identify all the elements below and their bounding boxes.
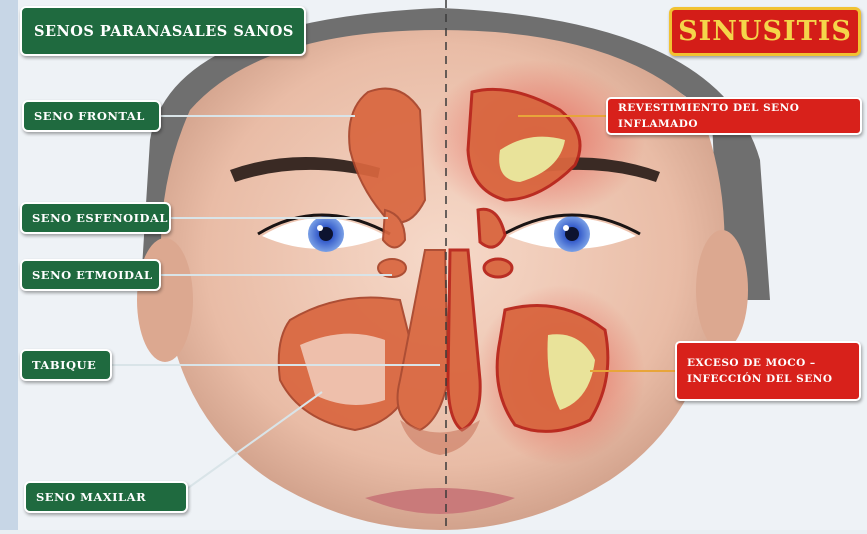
- label-tabique: TABIQUE: [20, 349, 112, 381]
- ethmoid-sinus-right: [484, 259, 512, 277]
- label-seno-maxilar: SENO MAXILAR: [24, 481, 188, 513]
- left-edge-strip: [0, 0, 18, 530]
- label-seno-frontal: SENO FRONTAL: [22, 100, 161, 132]
- label-seno-etmoidal: SENO ETMOIDAL: [20, 259, 161, 291]
- label-seno-esfenoidal: SENO ESFENOIDAL: [20, 202, 171, 234]
- healthy-sinuses-title: SENOS PARANASALES SANOS: [20, 6, 306, 56]
- right-ear: [696, 230, 748, 350]
- sinusitis-title: SINUSITIS: [669, 7, 861, 56]
- label-revestimiento-inflamado: REVESTIMIENTO DEL SENO INFLAMADO: [606, 97, 862, 135]
- label-exceso-de-moco: EXCESO DE MOCO – INFECCIÓN DEL SENO: [675, 341, 861, 401]
- left-ear: [137, 238, 193, 362]
